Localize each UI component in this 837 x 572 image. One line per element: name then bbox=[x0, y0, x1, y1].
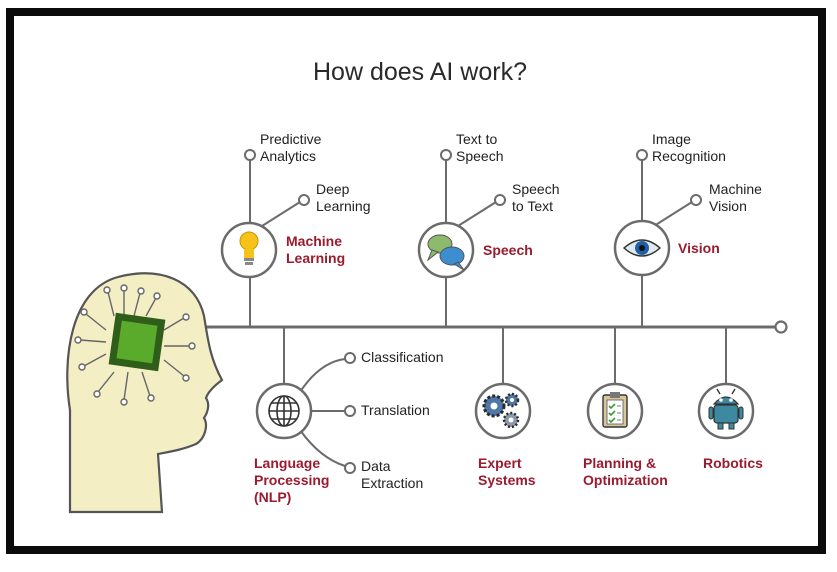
robotics-label: Robotics bbox=[703, 455, 763, 471]
image-recognition-node bbox=[636, 149, 648, 161]
classification-node bbox=[344, 352, 356, 364]
speech-bubbles-icon bbox=[426, 234, 465, 271]
eye-icon bbox=[622, 239, 662, 257]
machine-vision-label: Machine Vision bbox=[709, 181, 762, 214]
classification-label: Classification bbox=[361, 349, 444, 365]
nlp-label: Language Processing (NLP) bbox=[254, 455, 330, 505]
deep-learning-label: Deep Learning bbox=[316, 181, 371, 214]
vision-label: Vision bbox=[678, 240, 720, 256]
predictive-analytics-node bbox=[244, 149, 256, 161]
head-chip-icon bbox=[66, 272, 224, 514]
predictive-analytics-label: Predictive Analytics bbox=[260, 131, 322, 164]
planning-label: Planning & Optimization bbox=[583, 455, 668, 488]
speech-to-text-label: Speech to Text bbox=[512, 181, 560, 214]
text-to-speech-node bbox=[440, 149, 452, 161]
data-extraction-node bbox=[344, 462, 356, 474]
speech-to-text-node bbox=[494, 194, 506, 206]
deep-learning-node bbox=[298, 194, 310, 206]
machine-vision-node bbox=[690, 194, 702, 206]
text-to-speech-label: Text to Speech bbox=[456, 131, 504, 164]
image-recognition-label: Image Recognition bbox=[652, 131, 726, 164]
expert-systems-label: Expert Systems bbox=[478, 455, 536, 488]
diagram-title: How does AI work? bbox=[313, 58, 527, 86]
translation-node bbox=[344, 405, 356, 417]
translation-label: Translation bbox=[361, 402, 430, 418]
gears-icon bbox=[482, 392, 520, 429]
globe-icon bbox=[268, 395, 300, 427]
clipboard-checklist-icon bbox=[602, 392, 628, 428]
speech-label: Speech bbox=[483, 242, 533, 258]
machine-learning-label: Machine Learning bbox=[286, 233, 346, 266]
robot-icon bbox=[708, 388, 744, 430]
data-extraction-label: Data Extraction bbox=[361, 458, 424, 491]
lightbulb-icon bbox=[239, 231, 259, 265]
axis-end-node bbox=[774, 320, 788, 334]
